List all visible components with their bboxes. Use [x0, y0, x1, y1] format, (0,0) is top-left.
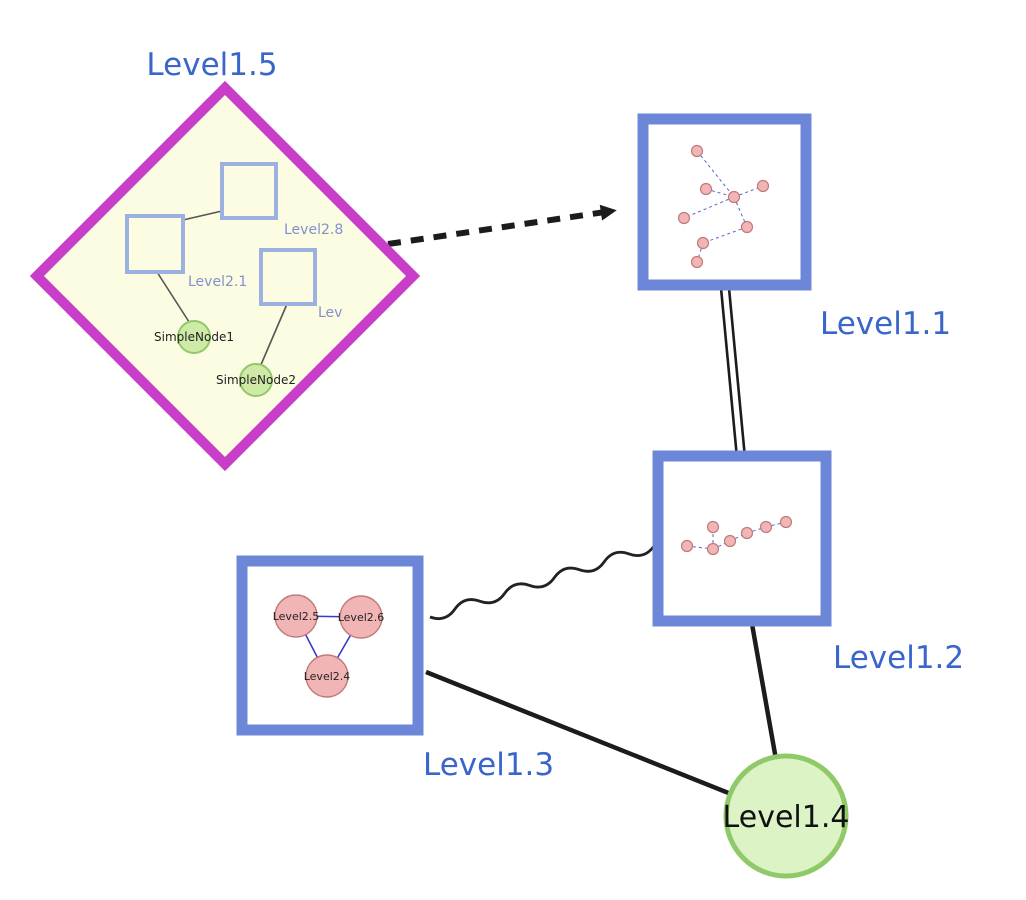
level1-4-circle[interactable]: [723, 753, 849, 879]
mini-graph-node[interactable]: [756, 179, 770, 193]
level1-1-subgraph: [677, 144, 770, 269]
diamond-shape[interactable]: [29, 80, 421, 472]
node-level1-2-group[interactable]: [652, 450, 832, 627]
label-level2-8: Level2.8: [284, 222, 343, 238]
node-level1-5-group[interactable]: Level2.8 Level2.1 Lev SimpleNode1 Simple…: [29, 80, 421, 472]
mini-graph-node[interactable]: [706, 542, 720, 556]
node-simplenode2[interactable]: [239, 363, 273, 397]
label-level1-2: Level1.2: [833, 640, 964, 676]
mini-graph-node[interactable]: [706, 520, 720, 534]
label-level1-3: Level1.3: [423, 747, 554, 783]
node-level1-3-group[interactable]: Level2.5 Level2.6 Level2.4: [236, 555, 424, 736]
edge-level2-trunc-to-simplenode2[interactable]: [259, 303, 288, 368]
mini-graph-node[interactable]: [727, 190, 741, 204]
mini-graph-node[interactable]: [759, 520, 773, 534]
double-line-right: [727, 287, 747, 459]
label-level2-5: Level2.5: [273, 610, 320, 623]
label-level2-6: Level2.6: [338, 611, 385, 624]
node-level2-1[interactable]: [125, 214, 185, 274]
mini-graph-node[interactable]: [699, 182, 713, 196]
edge-level1-3-to-level1-4[interactable]: [425, 669, 787, 819]
label-level1-4: Level1.4: [723, 800, 850, 835]
node-level1-1-group[interactable]: [637, 113, 812, 291]
label-level1-5: Level1.5: [146, 47, 277, 83]
mini-graph-node[interactable]: [696, 236, 710, 250]
node-level2-5[interactable]: [274, 594, 318, 638]
mini-graph-node[interactable]: [779, 515, 793, 529]
mini-graph-node[interactable]: [677, 211, 691, 225]
mini-graph-node[interactable]: [740, 220, 754, 234]
level1-1-box[interactable]: [637, 113, 812, 291]
label-level2-1: Level2.1: [188, 274, 247, 290]
mini-graph-edge: [696, 150, 735, 198]
node-level2-4[interactable]: [305, 654, 349, 698]
level1-3-box[interactable]: [236, 555, 424, 736]
node-level1-4[interactable]: Level1.4: [723, 753, 850, 879]
node-level2-8[interactable]: [220, 162, 278, 220]
node-level2-trunc[interactable]: [259, 248, 317, 306]
level1-5-children: Level2.8 Level2.1 Lev SimpleNode1 Simple…: [125, 162, 343, 397]
label-level2-4: Level2.4: [304, 670, 351, 683]
mini-graph-edge: [702, 226, 748, 244]
mini-graph-node[interactable]: [723, 534, 737, 548]
mini-graph-node[interactable]: [740, 526, 754, 540]
level1-2-subgraph: [680, 515, 793, 556]
mini-graph-edge: [686, 545, 714, 550]
label-level2-trunc: Lev: [318, 305, 342, 321]
label-level1-1: Level1.1: [820, 306, 951, 342]
label-simplenode2: SimpleNode2: [216, 373, 296, 387]
node-level2-6[interactable]: [339, 595, 383, 639]
edge-level1-1-to-level1-2[interactable]: [719, 287, 747, 459]
node-simplenode1[interactable]: [177, 320, 211, 354]
level1-2-box[interactable]: [652, 450, 832, 627]
edge-level1-3-to-level1-2-wavy[interactable]: [429, 545, 656, 621]
edge-level2-1-to-simplenode1[interactable]: [156, 271, 192, 326]
double-line-left: [719, 287, 739, 459]
edge-level1-5-to-level1-1[interactable]: [387, 204, 617, 247]
mini-graph-node[interactable]: [680, 539, 694, 553]
mini-graph-node[interactable]: [690, 144, 704, 158]
label-simplenode1: SimpleNode1: [154, 330, 234, 344]
mini-graph-node[interactable]: [690, 255, 704, 269]
edge-level2-8-to-level2-1[interactable]: [182, 210, 223, 221]
